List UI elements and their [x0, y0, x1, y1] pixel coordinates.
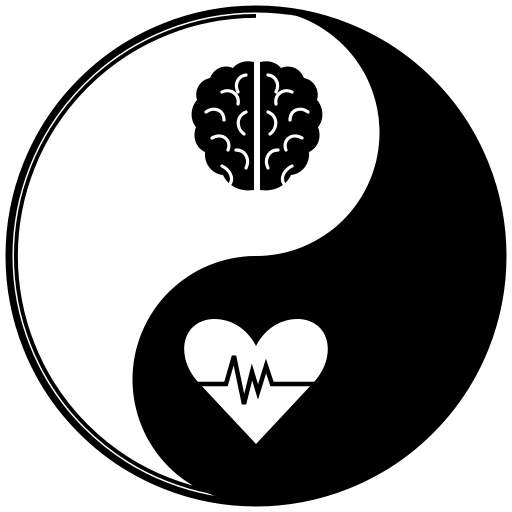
brain-fold	[220, 164, 234, 186]
brain-fold	[266, 73, 280, 94]
brain-fold	[220, 89, 240, 106]
brain-fold	[204, 107, 226, 122]
brain-fold	[234, 73, 248, 94]
brain-fold	[266, 110, 278, 136]
brain-icon	[191, 61, 323, 191]
outer-ring	[5, 5, 507, 507]
brain-fold	[274, 89, 294, 106]
brain-fold	[280, 164, 294, 186]
brain-fold	[236, 110, 248, 136]
brain-fold	[288, 107, 310, 122]
heart-pulse-icon	[184, 318, 328, 444]
brain-fold	[283, 134, 304, 152]
pulse-line	[196, 355, 318, 405]
brain-fold	[264, 148, 280, 170]
brain-fold	[210, 134, 231, 152]
brain-fold	[234, 148, 250, 170]
inner-ring-line	[14, 13, 257, 499]
